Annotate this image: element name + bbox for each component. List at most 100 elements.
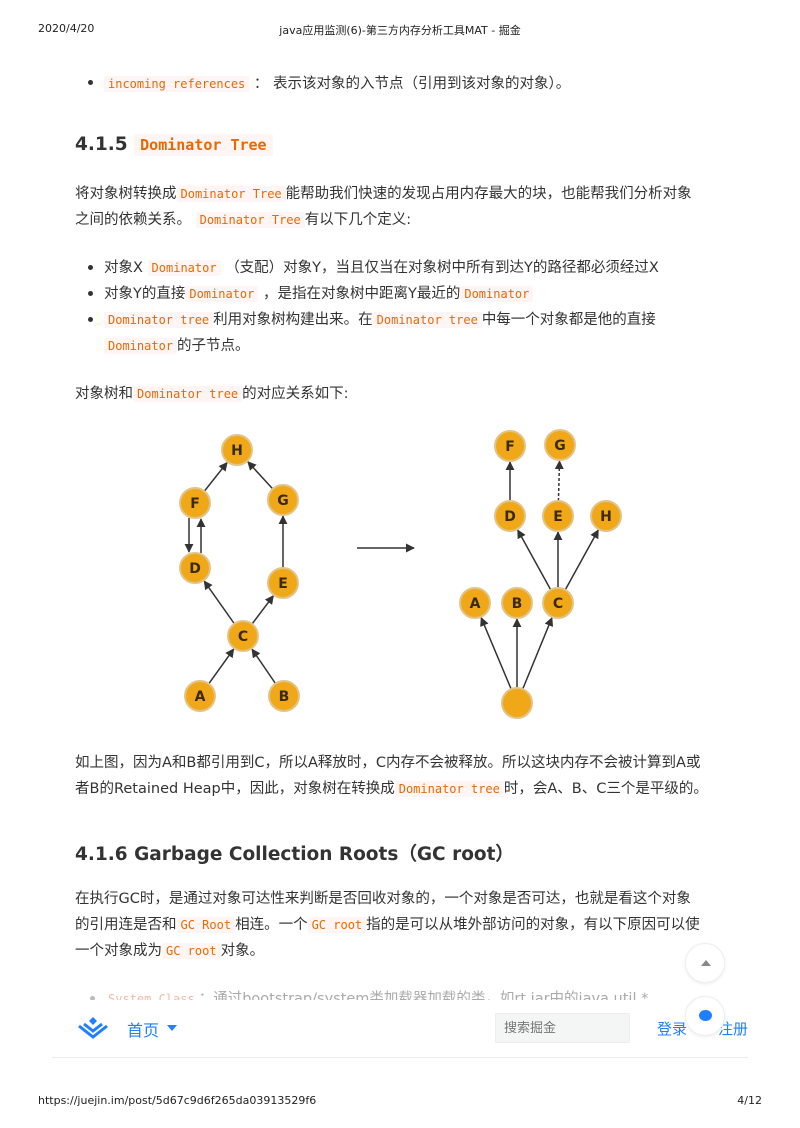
edge-root-a [480,616,512,690]
inline-code: Dominator [147,260,221,276]
right-node-f-circle [494,430,526,462]
right-node-e: E [542,500,574,532]
right-node-a-label: A [470,596,481,612]
scroll-to-top-button[interactable] [685,943,725,983]
inline-code: Dominator [185,286,259,302]
bullet-dot [88,291,93,296]
edge-root-c [521,616,554,690]
text: 对象树和 [75,386,133,402]
right-node-g-label: G [554,438,566,454]
register-button[interactable]: 注册 [718,1020,749,1038]
right-node-c: C [542,587,574,619]
right-node-g-circle [544,429,576,461]
left-node-a: A [184,680,216,712]
left-node-g-circle [267,484,299,516]
gc-line-1: 在执行GC时，是通过对象可达性来判断是否回收对象的，一个对象是否可达，也就是看这… [75,888,691,910]
text: 如上图，因为A和B都引用到C，所以A释放时，C内存不会被释放。所以这块内存不会被… [75,755,701,771]
chevron-down-icon[interactable] [167,1025,177,1031]
right-node-a-circle [459,587,491,619]
inline-code: incoming references [104,76,250,92]
section-heading-4-1-5: 4.1.5 Dominator Tree [75,134,273,156]
left-node-f: F [179,487,211,519]
left-node-h-label: H [231,443,243,459]
left-node-c: C [227,620,259,652]
text: 对象X [104,260,143,276]
right-node-root-circle [501,687,533,719]
left-node-b-label: B [279,689,290,705]
left-node-h: H [221,434,253,466]
text: 的对应关系如下: [242,386,349,402]
text: 对象Y的直接 [104,286,186,302]
left-node-b: B [268,680,300,712]
text: 将对象树转换成 [75,186,177,202]
bullet-dot [88,80,93,85]
print-title: java应用监测(6)-第三方内存分析工具MAT - 掘金 [279,24,521,37]
heading-code: Dominator Tree [134,134,273,156]
juejin-logo-icon[interactable] [76,1014,110,1042]
right-node-h: H [590,500,622,532]
home-nav-link[interactable]: 首页 [127,1021,160,1040]
text: 对象。 [220,943,265,959]
left-node-c-circle [227,620,259,652]
bottom-nav-bar: 首页 登录 注册 [52,1000,748,1058]
edge-c-h [564,529,599,591]
inline-code: Dominator Tree [176,186,286,202]
edge-c-d [517,529,552,591]
right-node-e-circle [542,500,574,532]
left-node-f-label: F [190,496,200,512]
text: 在执行GC时，是通过对象可达性来判断是否回收对象的，一个对象是否可达，也就是看这… [75,891,691,907]
right-node-h-label: H [600,509,612,525]
text: 时，会A、B、C三个是平级的。 [503,781,708,797]
right-node-b: B [501,587,533,619]
text: 的子节点。 [177,338,250,354]
edge-b-c [251,648,277,685]
edge-a-c [208,648,235,685]
inline-code: Dominator tree [104,312,214,328]
inline-code: Dominator tree [133,386,243,402]
left-node-g-label: G [277,493,289,509]
bullet-dot [88,265,93,270]
login-button[interactable]: 登录 [657,1020,688,1038]
left-node-f-circle [179,487,211,519]
inline-code: GC Root [176,917,236,933]
text: 的引用连是否和 [75,917,177,933]
inline-code: Dominator [460,286,534,302]
right-node-b-circle [501,587,533,619]
item-text: ： 表示该对象的入节点（引用到该对象的对象）。 [249,76,571,92]
explain-line-1: 如上图，因为A和B都引用到C，所以A释放时，C内存不会被释放。所以这块内存不会被… [75,752,700,774]
left-node-b-circle [268,680,300,712]
text: 中每一个对象都是他的直接 [481,312,656,328]
left-node-e-label: E [278,576,288,592]
heading-number: 4.1.5 [75,134,128,155]
text: 利用对象树构建出来。在 [213,312,373,328]
right-node-g: G [544,429,576,461]
print-url: https://juejin.im/post/5d67c9d6f265da039… [38,1094,317,1107]
edge-g-h [247,461,274,490]
right-node-e-label: E [553,509,563,525]
right-node-d-label: D [504,509,516,525]
comment-button[interactable] [685,996,725,1036]
inline-code: Dominator Tree [195,212,305,228]
right-node-c-label: C [553,596,563,612]
text: 一个对象成为 [75,943,162,959]
left-node-a-circle [184,680,216,712]
right-node-h-circle [590,500,622,532]
right-node-f-label: F [505,439,515,455]
inline-code: Dominator tree [394,781,504,797]
search-input[interactable] [495,1013,630,1043]
left-node-g: G [267,484,299,516]
left-node-e-circle [267,567,299,599]
left-node-c-label: C [238,629,248,645]
left-node-d-circle [179,552,211,584]
inline-code: GC root [162,943,221,959]
definition-item-1: 对象X Dominator （支配）对象Y，当且仅当在对象树中所有到达Y的路径都… [104,257,659,279]
